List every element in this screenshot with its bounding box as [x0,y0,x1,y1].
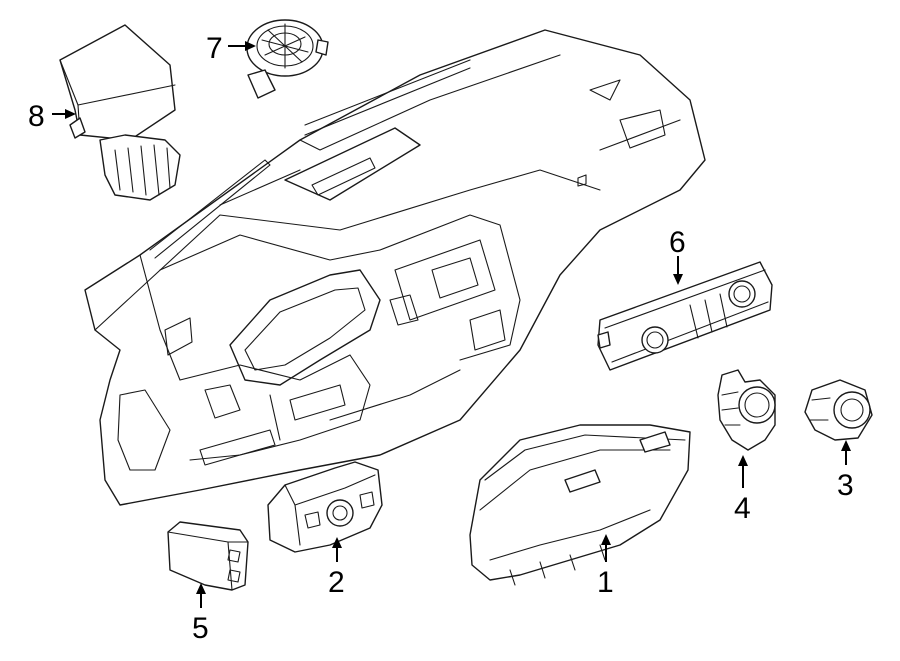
arrow-4 [738,455,748,466]
arrow-8 [65,109,76,119]
instrument-cluster [469,424,691,586]
callout-leaders [52,41,851,608]
arrow-2 [332,537,342,548]
small-switch-module [167,521,249,591]
speaker [246,19,329,99]
rotary-controller [804,379,873,441]
callout-6: 6 [669,226,686,259]
climate-control-panel [597,261,773,371]
steering-column-switch [717,369,776,451]
headlamp-switch [267,461,383,553]
callout-8: 8 [28,100,45,133]
callout-5: 5 [192,612,209,645]
callout-3: 3 [837,469,854,502]
arrow-5 [196,583,206,594]
arrow-1 [601,534,611,545]
dashboard [84,29,706,506]
arrow-6 [673,274,683,285]
callout-4: 4 [734,492,751,525]
control-module [59,24,181,201]
arrow-7 [245,41,256,51]
callout-1: 1 [597,566,614,599]
arrow-3 [841,440,851,451]
callout-2: 2 [328,566,345,599]
callout-numbers: 7 8 6 4 3 1 2 5 [28,32,854,645]
callout-7: 7 [206,32,223,65]
